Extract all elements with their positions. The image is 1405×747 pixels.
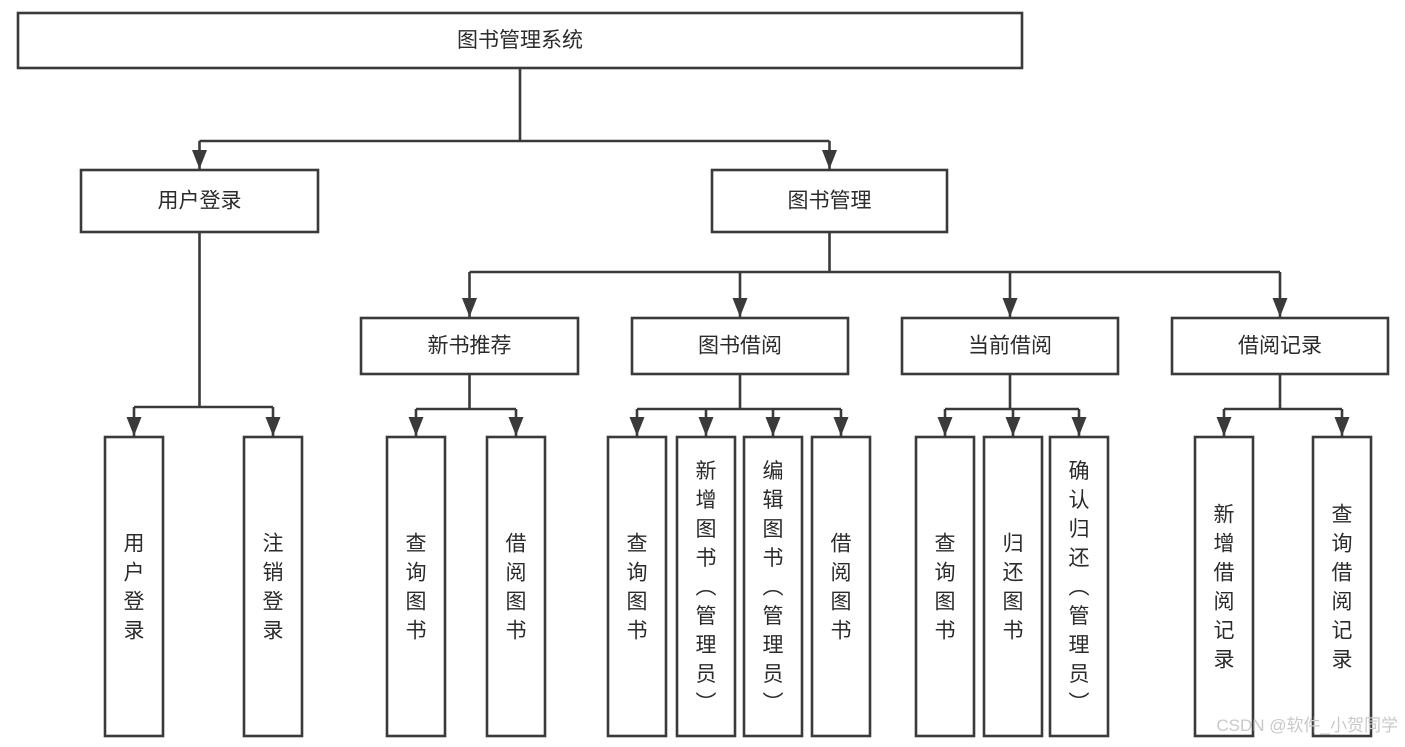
node-box-leaf-borrow-book-recommend[interactable] (485, 435, 547, 738)
arrow-head-icon (732, 298, 748, 317)
csdn-watermark: CSDN @软件_小贺同学 (1216, 716, 1398, 735)
node-box-leaf-query-book-recommend[interactable] (385, 435, 447, 738)
node-level2-book-management[interactable]: 图书管理 (710, 168, 949, 234)
node-leaf-leaf-user-login[interactable]: 用户登录 (103, 435, 165, 738)
node-label-leaf-query-book-borrow: 查询图书 (627, 533, 648, 643)
node-box-leaf-add-book[interactable] (675, 435, 737, 738)
node-box-leaf-confirm-return[interactable] (1048, 435, 1110, 738)
arrow-head-icon (1334, 417, 1350, 436)
arrow-head-icon (822, 150, 837, 169)
node-box-leaf-query-borrow-record[interactable] (1311, 435, 1373, 738)
node-level2-user-login[interactable]: 用户登录 (79, 168, 320, 234)
nodes-layer: 图书管理系统用户登录图书管理新书推荐图书借阅当前借阅借阅记录用户登录注销登录查询… (16, 11, 1390, 738)
node-root[interactable]: 图书管理系统 (16, 11, 1024, 70)
node-level3-book-borrow[interactable]: 图书借阅 (630, 316, 850, 376)
node-label-leaf-return-book: 归还图书 (1003, 533, 1024, 643)
node-box-book-borrow[interactable] (630, 316, 850, 376)
node-box-borrow-record[interactable] (1170, 316, 1390, 376)
node-label-root: 图书管理系统 (457, 29, 583, 52)
node-label-current-borrow: 当前借阅 (968, 335, 1052, 358)
node-label-leaf-query-book-current: 查询图书 (935, 533, 956, 643)
node-leaf-leaf-query-book-recommend[interactable]: 查询图书 (385, 435, 447, 738)
arrow-head-icon (192, 150, 207, 169)
arrow-head-icon (408, 417, 424, 436)
node-label-borrow-record: 借阅记录 (1238, 335, 1322, 358)
node-box-leaf-query-book-borrow[interactable] (606, 435, 668, 738)
node-label-leaf-borrow-book: 借阅图书 (831, 533, 852, 643)
node-leaf-leaf-return-book[interactable]: 归还图书 (982, 435, 1044, 738)
arrow-head-icon (1002, 298, 1018, 317)
node-level3-borrow-record[interactable]: 借阅记录 (1170, 316, 1390, 376)
node-box-leaf-return-book[interactable] (982, 435, 1044, 738)
node-leaf-leaf-logout[interactable]: 注销登录 (242, 435, 304, 738)
node-leaf-leaf-query-book-borrow[interactable]: 查询图书 (606, 435, 668, 738)
node-box-leaf-borrow-book[interactable] (810, 435, 872, 738)
node-label-leaf-add-book: 新增图书︵管理员︶ (696, 460, 717, 715)
node-label-leaf-logout: 注销登录 (263, 533, 284, 643)
arrow-head-icon (265, 417, 281, 436)
arrow-head-icon (1272, 298, 1288, 317)
node-label-leaf-confirm-return: 确认归还︵管理员︶ (1069, 460, 1090, 715)
node-label-leaf-add-borrow-record: 新增借阅记录 (1214, 504, 1235, 672)
node-label-leaf-edit-book: 编辑图书︵管理员︶ (763, 460, 784, 715)
node-label-user-login: 用户登录 (158, 190, 242, 213)
node-leaf-leaf-borrow-book[interactable]: 借阅图书 (810, 435, 872, 738)
node-leaf-leaf-query-borrow-record[interactable]: 查询借阅记录 (1311, 435, 1373, 738)
node-box-leaf-query-book-current[interactable] (914, 435, 976, 738)
node-box-book-management[interactable] (710, 168, 949, 234)
node-box-new-book-recommend[interactable] (359, 316, 580, 376)
node-box-leaf-logout[interactable] (242, 435, 304, 738)
arrow-head-icon (1216, 417, 1232, 436)
arrow-head-icon (629, 417, 645, 436)
arrow-head-icon (1071, 417, 1087, 436)
arrow-head-icon (937, 417, 953, 436)
node-leaf-leaf-confirm-return[interactable]: 确认归还︵管理员︶ (1048, 435, 1110, 738)
arrow-head-icon (765, 417, 781, 436)
node-label-leaf-query-borrow-record: 查询借阅记录 (1332, 504, 1353, 672)
node-level3-new-book-recommend[interactable]: 新书推荐 (359, 316, 580, 376)
node-leaf-leaf-add-borrow-record[interactable]: 新增借阅记录 (1193, 435, 1255, 738)
node-box-user-login[interactable] (79, 168, 320, 234)
arrow-head-icon (1005, 417, 1021, 436)
node-label-leaf-query-book-recommend: 查询图书 (406, 533, 427, 643)
node-label-book-management: 图书管理 (788, 190, 872, 213)
node-level3-current-borrow[interactable]: 当前借阅 (900, 316, 1120, 376)
connectors-layer (126, 68, 1350, 436)
node-leaf-leaf-query-book-current[interactable]: 查询图书 (914, 435, 976, 738)
node-leaf-leaf-add-book[interactable]: 新增图书︵管理员︶ (675, 435, 737, 738)
arrow-head-icon (698, 417, 714, 436)
node-label-book-borrow: 图书借阅 (698, 335, 782, 358)
arrow-head-icon (508, 417, 524, 436)
node-leaf-leaf-borrow-book-recommend[interactable]: 借阅图书 (485, 435, 547, 738)
node-box-leaf-add-borrow-record[interactable] (1193, 435, 1255, 738)
node-leaf-leaf-edit-book[interactable]: 编辑图书︵管理员︶ (742, 435, 804, 738)
node-label-leaf-borrow-book-recommend: 借阅图书 (506, 533, 527, 643)
node-label-new-book-recommend: 新书推荐 (428, 335, 512, 358)
node-box-root[interactable] (16, 11, 1024, 70)
node-box-current-borrow[interactable] (900, 316, 1120, 376)
arrow-head-icon (833, 417, 849, 436)
node-box-leaf-user-login[interactable] (103, 435, 165, 738)
node-label-leaf-user-login: 用户登录 (124, 533, 145, 643)
arrow-head-icon (462, 298, 477, 317)
node-box-leaf-edit-book[interactable] (742, 435, 804, 738)
arrow-head-icon (126, 417, 142, 436)
